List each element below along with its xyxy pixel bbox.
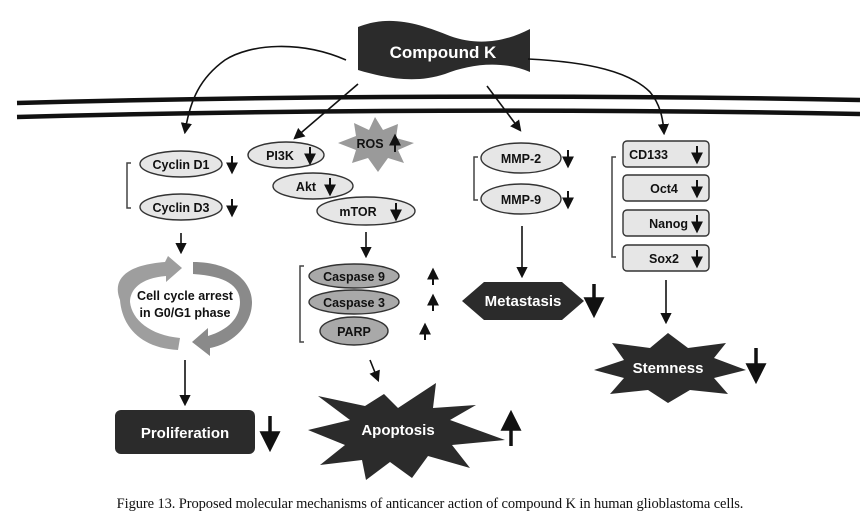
ros-label: ROS bbox=[356, 137, 383, 151]
metastasis-pathway: MMP-2 MMP-9 Metastasis bbox=[462, 142, 605, 320]
svg-text:Cyclin D3: Cyclin D3 bbox=[153, 201, 210, 215]
svg-text:Stemness: Stemness bbox=[633, 360, 704, 377]
arrow-to-stemness bbox=[527, 58, 669, 136]
proliferation-node[interactable]: Proliferation bbox=[115, 410, 255, 454]
sox2-node[interactable]: Sox2 bbox=[622, 244, 710, 272]
pi3k-node[interactable]: PI3K bbox=[247, 141, 325, 169]
svg-text:Apoptosis: Apoptosis bbox=[361, 422, 434, 439]
svg-text:MMP-2: MMP-2 bbox=[501, 152, 541, 166]
akt-node[interactable]: Akt bbox=[272, 172, 354, 200]
compound-k-label: Compound K bbox=[390, 43, 497, 62]
mmp-2-node[interactable]: MMP-2 bbox=[480, 142, 562, 174]
oct4-node[interactable]: Oct4 bbox=[622, 174, 710, 202]
membrane-line-inner bbox=[16, 108, 860, 120]
figure-caption: Figure 13. Proposed molecular mechanisms… bbox=[116, 496, 744, 512]
cyclin-d1-node[interactable]: Cyclin D1 bbox=[139, 150, 223, 178]
metastasis-node[interactable]: Metastasis bbox=[462, 282, 584, 320]
svg-text:Nanog: Nanog bbox=[649, 217, 688, 231]
cell-membrane bbox=[16, 94, 860, 120]
svg-text:PARP: PARP bbox=[337, 325, 371, 339]
bracket-stem-markers bbox=[611, 156, 616, 258]
stemness-pathway: CD133 Oct4 Nanog Sox2 Stemness bbox=[594, 140, 767, 403]
bracket-cyclins bbox=[126, 162, 131, 209]
ros-burst[interactable]: ROS bbox=[338, 117, 414, 172]
compound-k-banner[interactable]: Compound K bbox=[358, 20, 530, 80]
cell-cycle-arrest-label: Cell cycle arrest bbox=[137, 289, 234, 303]
svg-text:Caspase 3: Caspase 3 bbox=[323, 296, 385, 310]
mechanism-diagram: Compound K Cyclin D1 Cyclin D3 Cell cycl… bbox=[16, 20, 860, 480]
apoptosis-node[interactable]: Apoptosis bbox=[308, 383, 505, 480]
svg-text:Sox2: Sox2 bbox=[649, 252, 679, 266]
cd133-node[interactable]: CD133 bbox=[622, 140, 710, 168]
bracket-mmps bbox=[473, 156, 478, 201]
compound-arrows bbox=[180, 45, 669, 140]
svg-text:CD133: CD133 bbox=[629, 148, 668, 162]
svg-text:PI3K: PI3K bbox=[266, 149, 294, 163]
cell-cycle-pathway: Cyclin D1 Cyclin D3 Cell cycle arrest in… bbox=[115, 150, 281, 454]
svg-text:mTOR: mTOR bbox=[339, 205, 376, 219]
bracket-caspases bbox=[299, 265, 304, 343]
mtor-node[interactable]: mTOR bbox=[316, 196, 416, 226]
arrow-to-apoptosis bbox=[369, 359, 380, 383]
svg-text:Akt: Akt bbox=[296, 180, 317, 194]
cell-cycle-phase-label: in G0/G1 phase bbox=[139, 306, 230, 320]
caspase-9-node[interactable]: Caspase 9 bbox=[308, 263, 400, 289]
svg-text:MMP-9: MMP-9 bbox=[501, 193, 541, 207]
arrow-to-mmp bbox=[486, 85, 522, 132]
svg-text:Metastasis: Metastasis bbox=[485, 293, 562, 310]
mmp-9-node[interactable]: MMP-9 bbox=[480, 183, 562, 215]
arrow-to-pi3k bbox=[293, 83, 359, 140]
membrane-line-outer bbox=[16, 94, 860, 106]
caspase-3-node[interactable]: Caspase 3 bbox=[308, 289, 400, 315]
svg-text:Cyclin D1: Cyclin D1 bbox=[153, 158, 210, 172]
svg-text:Oct4: Oct4 bbox=[650, 182, 678, 196]
cell-cycle-arrows-icon bbox=[117, 256, 252, 356]
apoptosis-pathway: ROS PI3K Akt mTOR Caspase 9 Caspase 3 bbox=[247, 117, 522, 480]
nanog-node[interactable]: Nanog bbox=[622, 209, 710, 237]
svg-text:Caspase 9: Caspase 9 bbox=[323, 270, 385, 284]
svg-text:Proliferation: Proliferation bbox=[141, 425, 229, 442]
cyclin-d3-node[interactable]: Cyclin D3 bbox=[139, 193, 223, 221]
stemness-node[interactable]: Stemness bbox=[594, 333, 746, 403]
arrow-to-cell-cycle bbox=[180, 45, 347, 135]
parp-node[interactable]: PARP bbox=[319, 316, 389, 346]
